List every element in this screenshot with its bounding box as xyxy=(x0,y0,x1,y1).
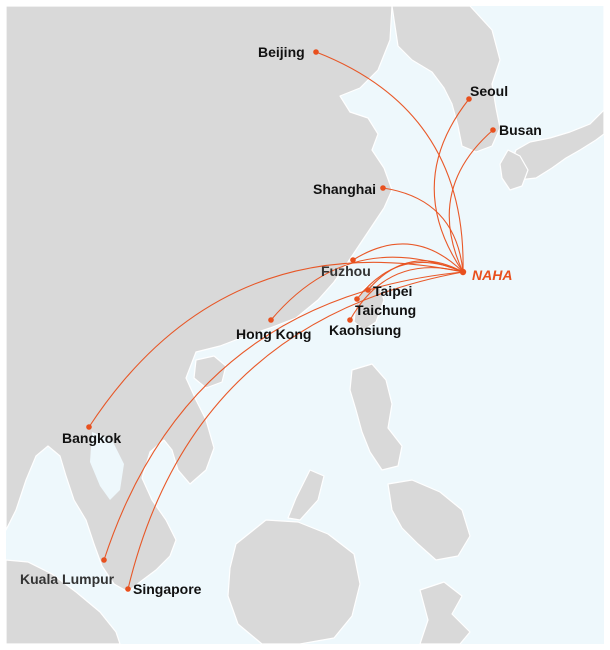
label-taichung[interactable]: Taichung xyxy=(355,302,416,318)
land-palawan xyxy=(287,469,325,521)
route-line-singapore xyxy=(127,271,464,590)
label-shanghai[interactable]: Shanghai xyxy=(313,181,376,197)
label-naha-hub[interactable]: NAHA xyxy=(472,267,512,283)
land-luzon xyxy=(349,363,403,471)
route-line-bangkok xyxy=(88,261,464,428)
city-marker-hong-kong[interactable] xyxy=(268,317,274,323)
gulf-of-thailand xyxy=(90,432,124,500)
route-line-kuala-lumpur xyxy=(103,271,464,561)
city-markers xyxy=(86,49,496,592)
land-kyushu xyxy=(499,149,529,191)
city-marker-singapore[interactable] xyxy=(125,586,131,592)
hub-marker-naha[interactable] xyxy=(459,268,467,276)
land-sulawesi xyxy=(419,581,471,644)
city-marker-kaohsiung[interactable] xyxy=(347,317,353,323)
land-borneo xyxy=(227,519,361,644)
label-hong-kong[interactable]: Hong Kong xyxy=(236,326,311,342)
land-visayas-mindanao xyxy=(387,479,471,561)
city-marker-seoul[interactable] xyxy=(466,96,472,102)
city-marker-fuzhou[interactable] xyxy=(350,257,356,263)
label-beijing[interactable]: Beijing xyxy=(258,44,305,60)
route-line-busan xyxy=(448,129,494,273)
land-sumatra xyxy=(6,559,121,644)
land-hainan xyxy=(193,355,227,389)
city-marker-taichung[interactable] xyxy=(354,296,360,302)
route-line-seoul xyxy=(433,98,470,273)
land-korea xyxy=(391,6,501,153)
route-line-shanghai xyxy=(382,187,464,273)
city-labels: Beijing Seoul Busan Shanghai Fuzhou Taip… xyxy=(20,44,542,597)
label-kuala-lumpur[interactable]: Kuala Lumpur xyxy=(20,571,115,587)
label-fuzhou[interactable]: Fuzhou xyxy=(321,263,371,279)
route-line-taipei xyxy=(367,260,464,291)
city-marker-busan[interactable] xyxy=(490,127,496,133)
label-bangkok[interactable]: Bangkok xyxy=(62,430,121,446)
route-map-svg: Beijing Seoul Busan Shanghai Fuzhou Taip… xyxy=(6,6,604,644)
city-marker-kuala-lumpur[interactable] xyxy=(101,557,107,563)
label-seoul[interactable]: Seoul xyxy=(470,83,508,99)
label-busan[interactable]: Busan xyxy=(499,122,542,138)
city-marker-taipei[interactable] xyxy=(365,287,371,293)
route-map: Beijing Seoul Busan Shanghai Fuzhou Taip… xyxy=(6,6,604,644)
city-marker-bangkok[interactable] xyxy=(86,424,92,430)
city-marker-shanghai[interactable] xyxy=(380,185,386,191)
label-kaohsiung[interactable]: Kaohsiung xyxy=(329,322,401,338)
label-singapore[interactable]: Singapore xyxy=(133,581,202,597)
route-line-hong-kong xyxy=(270,256,464,321)
route-line-beijing xyxy=(315,51,464,273)
label-taipei[interactable]: Taipei xyxy=(373,283,412,299)
route-line-fuzhou xyxy=(352,243,464,273)
city-marker-beijing[interactable] xyxy=(313,49,319,55)
